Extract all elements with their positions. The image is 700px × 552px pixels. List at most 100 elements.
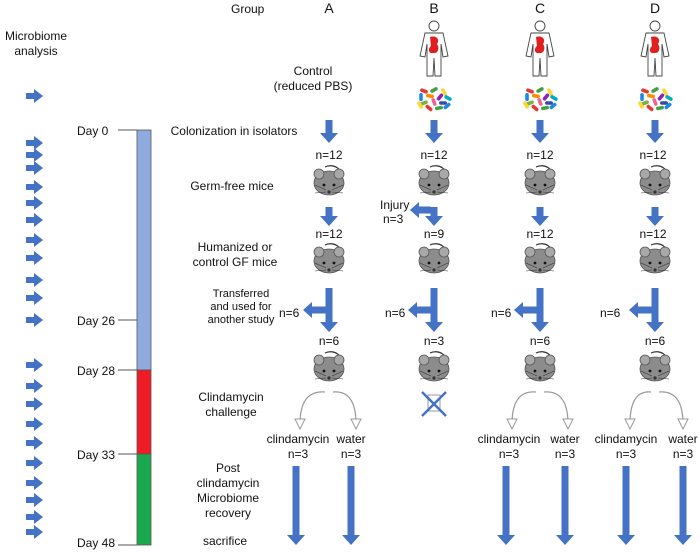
group-c-count-humanized: n=12	[526, 227, 553, 241]
group-b-germ-free-mouse	[418, 165, 450, 196]
group-c-count-transferred: n=6	[491, 306, 512, 320]
sampling-arrow	[26, 476, 43, 490]
group-c-water-label: water	[549, 432, 579, 446]
group-a-challenge-mouse	[313, 351, 345, 382]
timeline-clindamycin-segment	[136, 369, 152, 455]
group-b-humanized-mouse	[418, 243, 450, 274]
germ-free-label: Germ-free mice	[190, 179, 274, 193]
bacteria-clusters	[417, 87, 673, 112]
mice	[313, 165, 671, 382]
group-a-colonization-arrow	[320, 120, 338, 143]
group-d-water-recovery-arrow	[674, 466, 692, 545]
group-a-label: A	[324, 0, 334, 16]
group-d-clindamycin-recovery-arrow	[617, 466, 635, 545]
group-b-microbiota-cluster	[417, 87, 452, 112]
group-d-human-donor-icon	[640, 20, 670, 77]
group-c-colonization-arrow	[531, 120, 549, 143]
treatment-split-arrows	[300, 391, 683, 424]
day48-label: Day 48	[77, 536, 115, 550]
control-label-line1: Control	[294, 64, 333, 78]
group-d-count-transferred: n=6	[600, 306, 621, 320]
group-a-count-colonized: n=12	[315, 148, 342, 162]
post-clindamycin-label-line3: Microbiome	[197, 491, 259, 505]
group-a-split-arrow	[300, 391, 356, 424]
sampling-arrows	[26, 89, 43, 539]
group-c-split-arrow	[512, 391, 568, 424]
sampling-arrow	[26, 291, 43, 305]
group-c-clindamycin-recovery-arrow	[497, 466, 515, 545]
group-b-count-transferred: n=6	[385, 306, 406, 320]
group-a-clindamycin-count: n=3	[288, 447, 309, 461]
sampling-arrow	[26, 313, 43, 327]
timeline-recovery-segment	[136, 453, 152, 546]
group-d-water-label: water	[667, 432, 697, 446]
flow-arrows	[287, 120, 692, 545]
sampling-arrow	[26, 148, 43, 162]
sampling-arrow	[26, 456, 43, 470]
transferred-label-line1: Transferred	[213, 288, 269, 300]
post-clindamycin-label-line4: recovery	[205, 506, 251, 520]
group-c-transfer-arrow	[514, 288, 549, 332]
control-label-line2: (reduced PBS)	[274, 79, 353, 93]
sampling-arrow	[26, 161, 43, 175]
day28-label: Day 28	[77, 364, 115, 378]
group-a-clindamycin-label: clindamycin	[267, 432, 330, 446]
group-d-label: D	[650, 0, 660, 16]
group-c-challenge-mouse	[524, 351, 556, 382]
sampling-arrow	[26, 397, 43, 411]
group-a-clindamycin-recovery-arrow	[287, 466, 305, 545]
group-a-germ-free-mouse	[313, 165, 345, 196]
humanized-label-line2: control GF mice	[193, 255, 278, 269]
injury-count: n=3	[383, 212, 404, 226]
group-c-water-recovery-arrow	[556, 466, 574, 545]
group-c-clindamycin-label: clindamycin	[478, 432, 541, 446]
group-d-humanized-mouse	[639, 243, 671, 274]
group-a-water-label: water	[335, 432, 365, 446]
group-d-germ-free-mouse	[639, 165, 671, 196]
group-d-transfer-arrow	[629, 288, 664, 332]
group-b-discontinued-cross	[421, 391, 447, 417]
group-c-microbiota-cluster	[523, 87, 558, 112]
sampling-arrow	[26, 136, 43, 150]
group-label: Group	[231, 2, 265, 16]
group-d-count-humanized: n=12	[639, 227, 666, 241]
day0-label: Day 0	[77, 124, 109, 138]
post-clindamycin-label-line2: clindamycin	[197, 476, 260, 490]
injury-label: Injury	[380, 198, 409, 212]
group-b-count-remaining: n=3	[424, 334, 445, 348]
sampling-arrow	[26, 493, 43, 507]
group-d-challenge-mouse	[639, 351, 671, 382]
human-donors	[419, 20, 670, 77]
microbiome-analysis-title-line1: Microbiome	[5, 29, 67, 43]
group-d-humanization-arrow	[646, 207, 664, 226]
group-d-clindamycin-label: clindamycin	[595, 432, 658, 446]
sampling-arrow	[26, 233, 43, 247]
group-b-human-donor-icon	[419, 20, 449, 77]
group-c-water-count: n=3	[555, 447, 576, 461]
sampling-arrow	[26, 358, 43, 372]
humanized-label-line1: Humanized or	[198, 240, 273, 254]
group-a-count-remaining: n=6	[319, 334, 340, 348]
group-a-transfer-arrow	[303, 288, 338, 332]
group-b-label: B	[429, 0, 438, 16]
sampling-arrow	[26, 89, 43, 103]
group-b-transfer-arrow	[408, 288, 443, 332]
group-a-humanized-mouse	[313, 243, 345, 274]
sampling-arrow	[26, 273, 43, 287]
group-d-clindamycin-count: n=3	[616, 447, 637, 461]
group-b-colonization-arrow	[425, 120, 443, 143]
group-b-count-humanized: n=9	[424, 227, 445, 241]
transferred-label-line2: and used for	[210, 301, 271, 313]
group-c-humanized-mouse	[524, 243, 556, 274]
day33-label: Day 33	[77, 448, 115, 462]
sacrifice-label: sacrifice	[203, 534, 247, 548]
group-c-count-colonized: n=12	[526, 148, 553, 162]
sampling-arrow	[26, 213, 43, 227]
group-d-water-count: n=3	[673, 447, 694, 461]
group-b-challenge-mouse	[418, 351, 450, 382]
group-d-split-arrow	[630, 391, 683, 424]
clindamycin-challenge-label-line2: challenge	[205, 405, 257, 419]
group-b-count-colonized: n=12	[420, 148, 447, 162]
timeline-colonization-segment	[136, 129, 152, 371]
